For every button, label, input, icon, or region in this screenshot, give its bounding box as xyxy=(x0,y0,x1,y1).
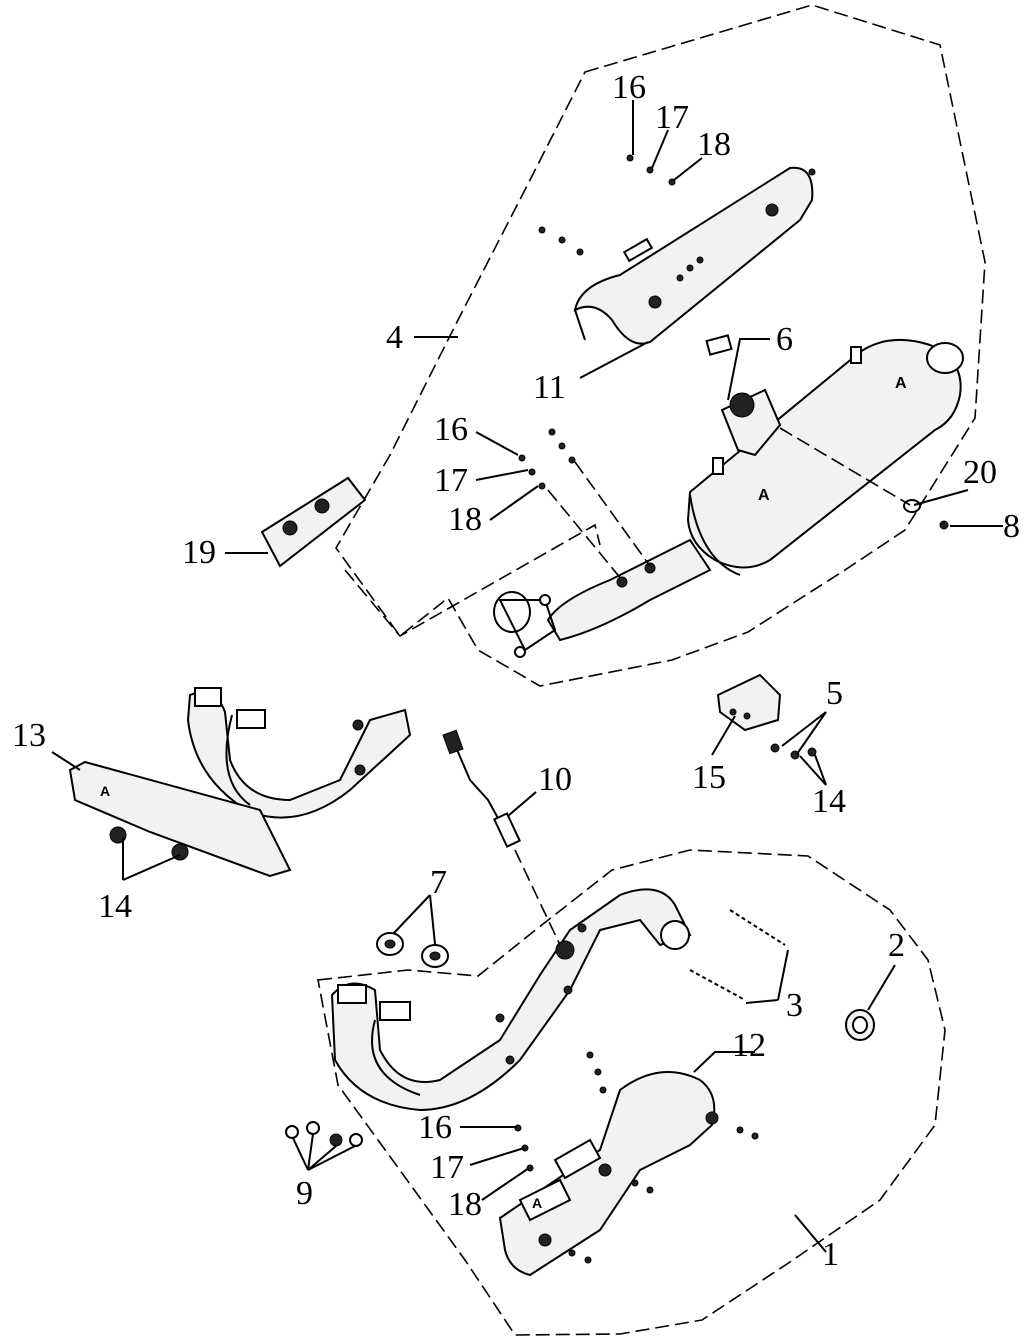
muffler-fasteners xyxy=(518,154,949,588)
callout-5: 5 xyxy=(826,675,843,712)
callout-labels: 16 17 18 4 6 11 16 17 18 19 20 8 13 5 10… xyxy=(12,69,1020,1273)
callout-10: 10 xyxy=(538,761,572,798)
header-pipe-upper: A xyxy=(68,687,412,878)
callout-17-middle: 17 xyxy=(434,462,468,499)
callout-6: 6 xyxy=(776,321,793,358)
group-boundary-header xyxy=(317,849,946,1336)
callout-17-upper: 17 xyxy=(655,99,689,136)
callout-16-lower: 16 xyxy=(418,1109,452,1146)
gaskets-7 xyxy=(376,932,449,968)
callout-16-middle: 16 xyxy=(434,411,468,448)
callout-13: 13 xyxy=(12,717,46,754)
callout-9: 9 xyxy=(296,1175,313,1212)
svg-text:A: A xyxy=(532,1195,542,1211)
oxygen-sensor xyxy=(442,729,561,946)
callout-14-left: 14 xyxy=(98,888,132,925)
callout-17-lower: 17 xyxy=(430,1149,464,1186)
callout-16-upper: 16 xyxy=(612,69,646,106)
leader-lines xyxy=(51,100,1003,1253)
heat-shield-lower: A xyxy=(498,1051,759,1277)
callout-7: 7 xyxy=(430,864,447,901)
callout-8: 8 xyxy=(1003,508,1020,545)
clamps-3 xyxy=(689,909,786,1001)
callout-19: 19 xyxy=(182,534,216,571)
callout-18-middle: 18 xyxy=(448,501,482,538)
heat-shield-upper xyxy=(573,166,814,345)
callout-20: 20 xyxy=(963,454,997,491)
heat-plate-19 xyxy=(260,476,601,638)
gasket-2 xyxy=(845,1009,875,1041)
callout-2: 2 xyxy=(888,927,905,964)
callout-1: 1 xyxy=(822,1236,839,1273)
callout-18-upper: 18 xyxy=(697,126,731,163)
nuts-9 xyxy=(285,1121,363,1147)
svg-text:A: A xyxy=(758,487,770,504)
svg-text:A: A xyxy=(100,783,110,799)
svg-text:A: A xyxy=(895,375,907,392)
header-pipe-lower xyxy=(330,888,692,1112)
callout-14-right: 14 xyxy=(812,783,846,820)
callout-4: 4 xyxy=(386,319,403,356)
callout-12: 12 xyxy=(732,1027,766,1064)
callout-3: 3 xyxy=(786,987,803,1024)
callout-18-lower: 18 xyxy=(448,1186,482,1223)
callout-11: 11 xyxy=(533,369,566,406)
callout-15: 15 xyxy=(692,759,726,796)
